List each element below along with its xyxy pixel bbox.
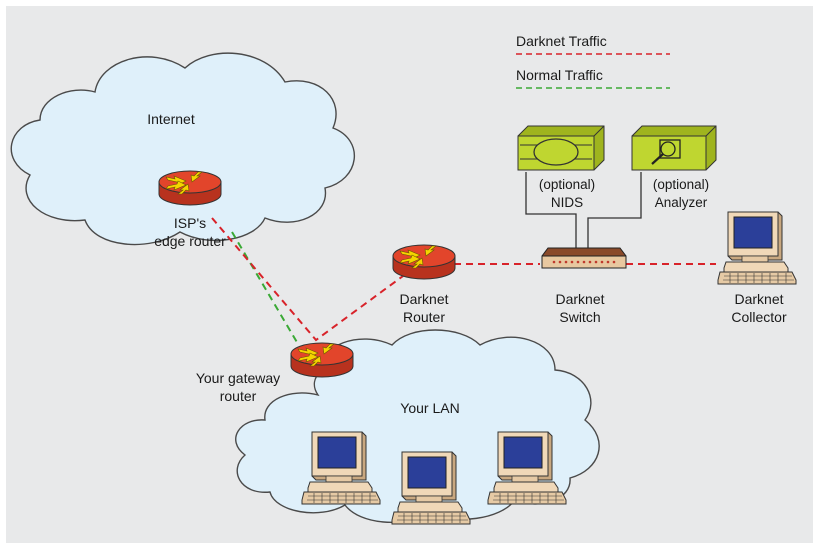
- isp-router-label-line1: ISP's: [174, 215, 206, 231]
- darknet-switch-label-line1: Darknet: [555, 291, 604, 307]
- internet-cloud: [10, 52, 356, 246]
- darknet-router-icon: [392, 244, 456, 280]
- darknet-switch-label-line2: Switch: [559, 309, 600, 325]
- nids-label-line2: NIDS: [551, 195, 583, 210]
- analyzer-device-icon: [631, 125, 717, 171]
- darknet-router-label-line2: Router: [403, 309, 445, 325]
- gateway-router-label-line1: Your gateway: [196, 370, 280, 386]
- internet-label: Internet: [147, 111, 195, 127]
- switch-monitor-links: [525, 172, 642, 248]
- legend-normal-label: Normal Traffic: [516, 67, 603, 83]
- analyzer-label-line2: Analyzer: [655, 195, 708, 210]
- nids-device-icon: [517, 125, 605, 171]
- analyzer-label-line1: (optional): [653, 177, 709, 192]
- darknet-router-label-line1: Darknet: [399, 291, 448, 307]
- darknet-collector-label-line1: Darknet: [734, 291, 783, 307]
- lan-label: Your LAN: [400, 400, 459, 416]
- darknet-switch-icon: [541, 247, 627, 269]
- darknet-collector-label-line2: Collector: [731, 309, 787, 325]
- gateway-router-label-line2: router: [220, 388, 257, 404]
- isp-edge-router-icon: [158, 170, 222, 206]
- normal-traffic-link: [231, 231, 299, 345]
- gateway-router-icon: [290, 342, 354, 378]
- isp-to-darknet-router-link: [211, 217, 423, 342]
- nids-label-line1: (optional): [539, 177, 595, 192]
- isp-router-label-line2: edge router: [154, 233, 226, 249]
- legend-darknet-label: Darknet Traffic: [516, 33, 607, 49]
- darknet-traffic-links: [211, 217, 716, 342]
